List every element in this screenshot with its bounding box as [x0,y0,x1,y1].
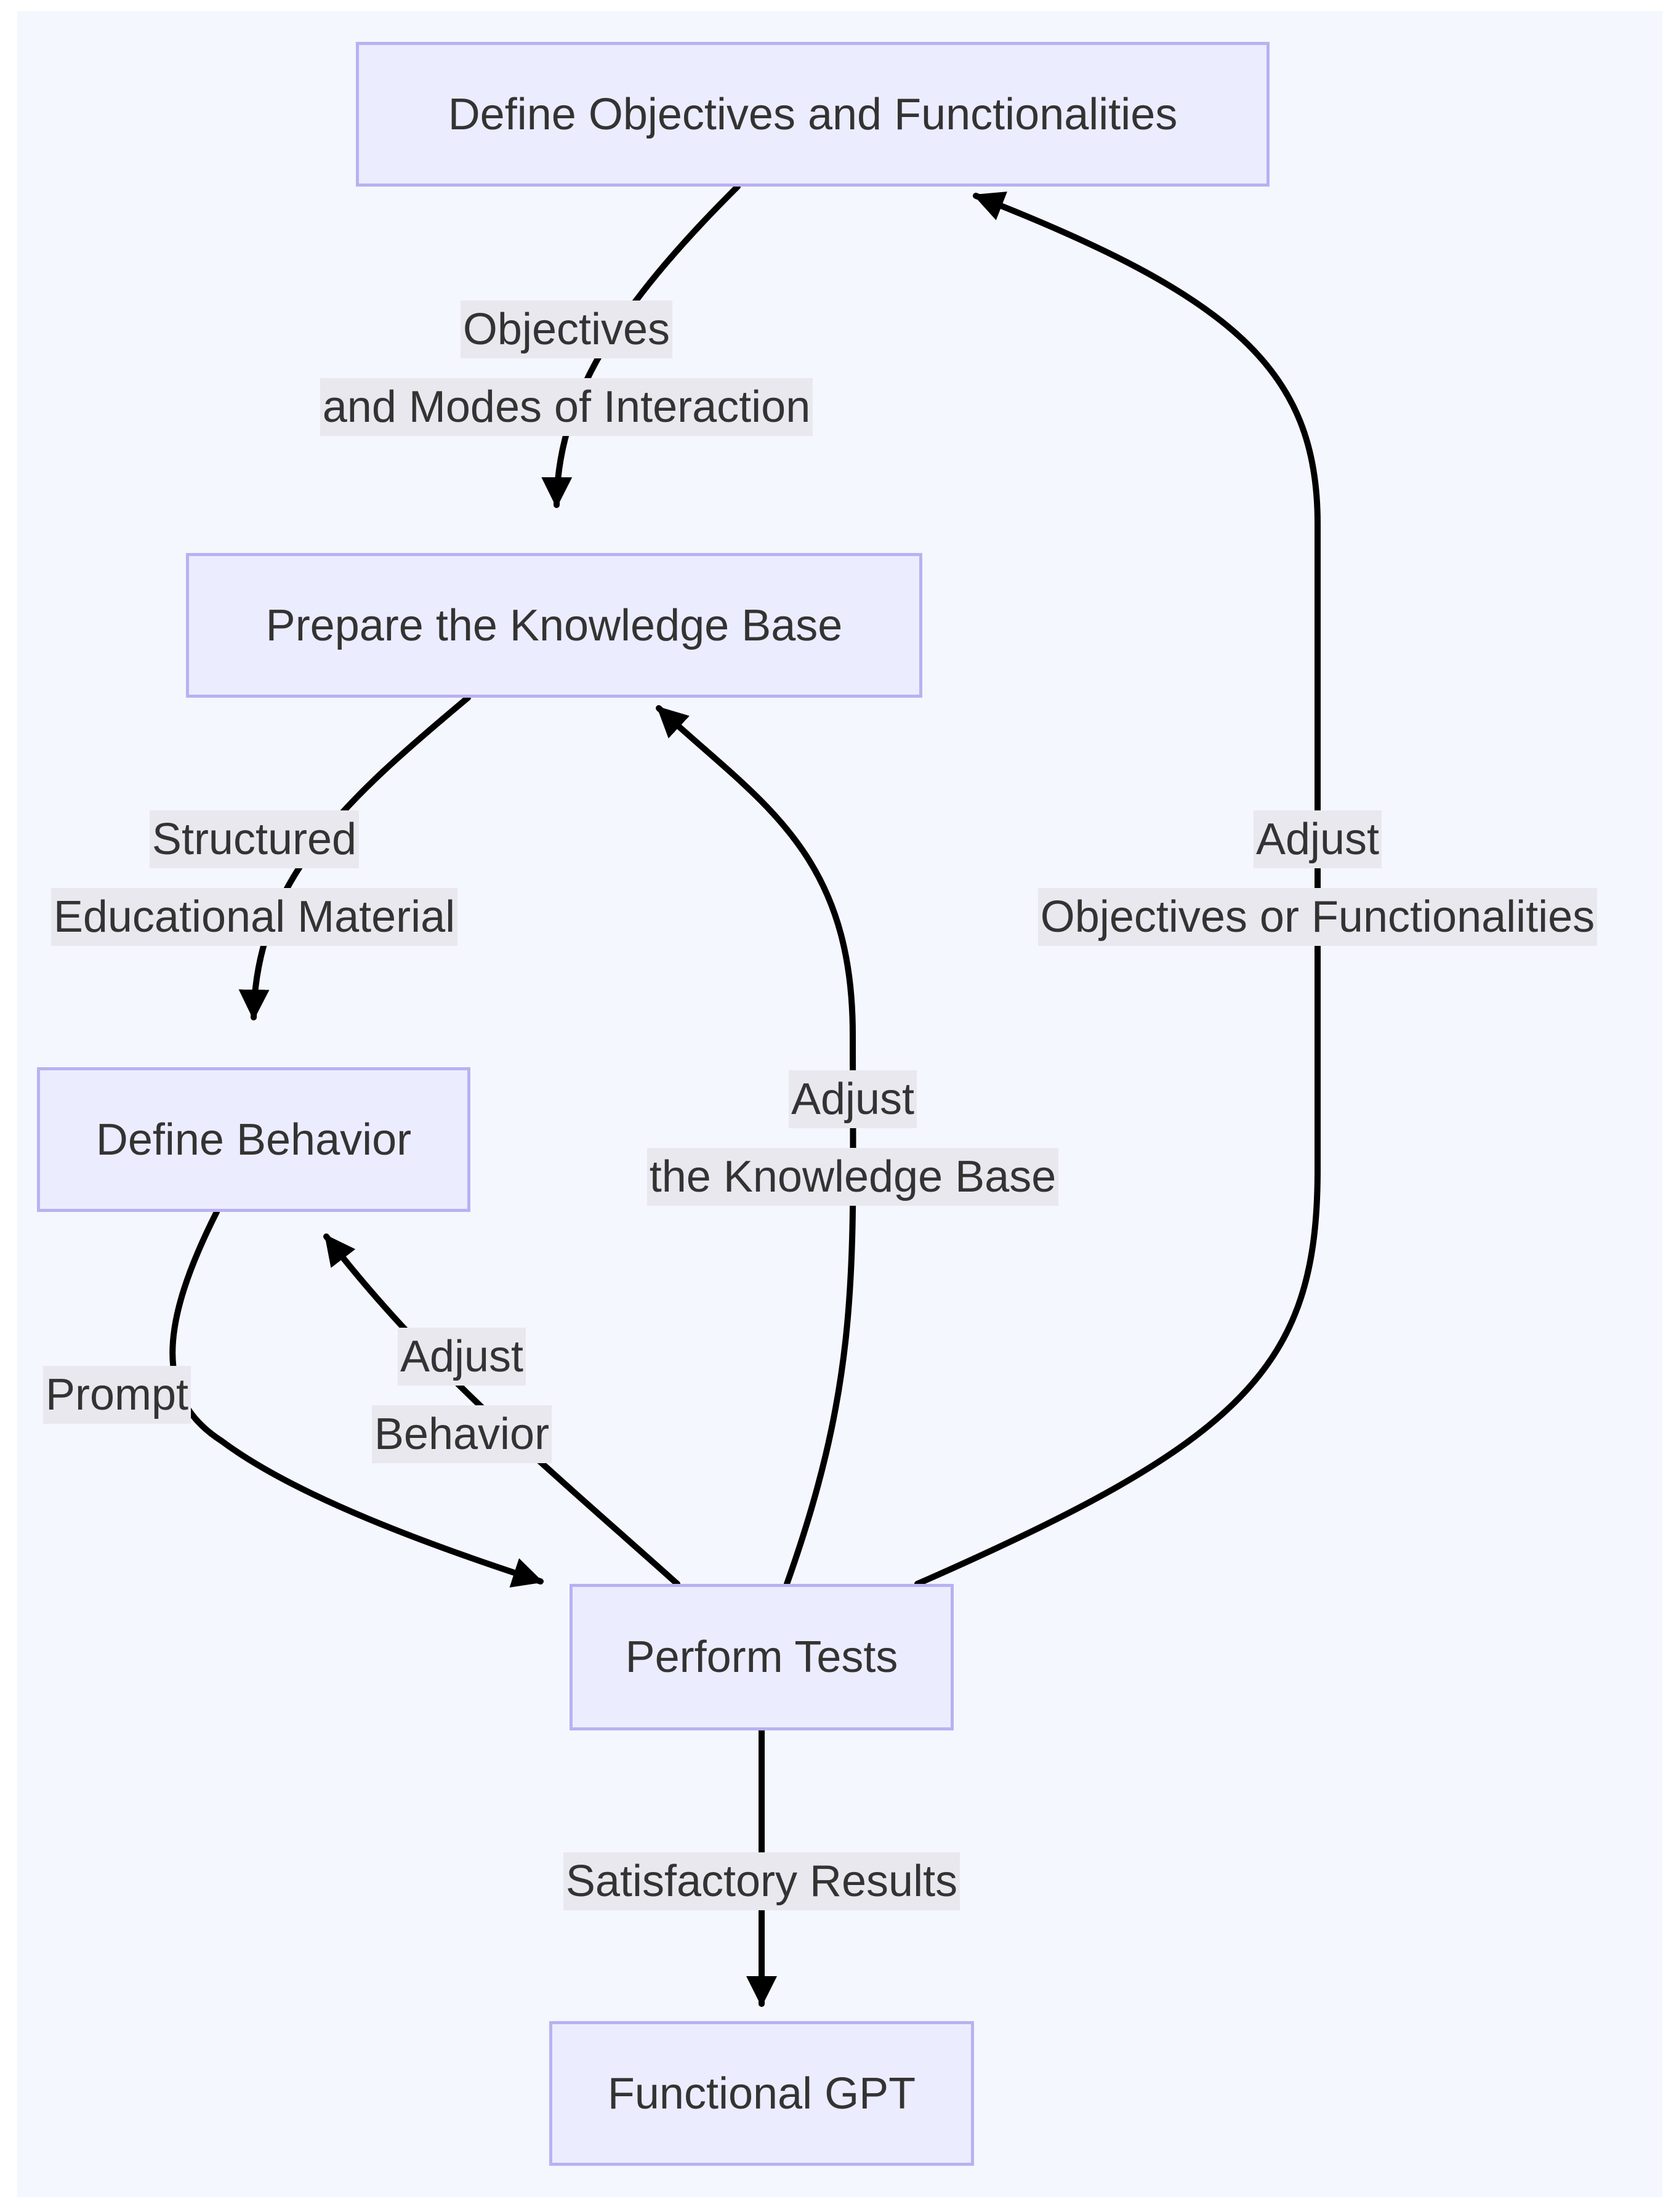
label-structured: Structured Educational Material [6,801,502,956]
node-perform-tests: Perform Tests [570,1584,954,1730]
label-satisfactory-text: Satisfactory Results [563,1852,960,1910]
label-objectives: Objectives and Modes of Interaction [259,291,874,446]
label-structured-line2: Educational Material [50,888,458,946]
label-adjust-kb: Adjust the Knowledge Base [606,1060,1099,1216]
label-adjust-kb-line1: Adjust [788,1070,917,1128]
label-satisfactory: Satisfactory Results [515,1843,1008,1920]
label-adjust-behavior-line1: Adjust [397,1328,526,1386]
node-define-behavior-label: Define Behavior [95,1115,412,1165]
label-adjust-objectives-line1: Adjust [1253,810,1382,868]
label-objectives-line2: and Modes of Interaction [320,378,813,436]
edge-behavior-to-tests [169,1209,544,1588]
edge-tests-to-objectives [914,192,1321,1587]
node-define-behavior: Define Behavior [37,1067,470,1212]
node-prepare-kb: Prepare the Knowledge Base [186,553,922,698]
node-perform-tests-label: Perform Tests [625,1633,898,1682]
label-adjust-objectives: Adjust Objectives or Functionalities [985,801,1650,956]
node-functional-gpt-label: Functional GPT [607,2069,916,2118]
label-adjust-behavior-line2: Behavior [371,1405,552,1463]
label-structured-line1: Structured [149,810,360,868]
edge-tests-to-kb [656,705,856,1587]
node-prepare-kb-label: Prepare the Knowledge Base [265,600,843,650]
label-adjust-objectives-line2: Objectives or Functionalities [1037,888,1598,946]
label-prompt-text: Prompt [42,1366,191,1424]
node-define-objectives: Define Objectives and Functionalities [356,42,1270,187]
label-objectives-line1: Objectives [460,301,673,358]
label-prompt: Prompt [25,1356,209,1434]
label-adjust-kb-line2: the Knowledge Base [646,1148,1059,1206]
label-adjust-behavior: Adjust Behavior [339,1318,585,1473]
node-define-objectives-label: Define Objectives and Functionalities [448,89,1178,139]
node-functional-gpt: Functional GPT [549,2021,974,2166]
